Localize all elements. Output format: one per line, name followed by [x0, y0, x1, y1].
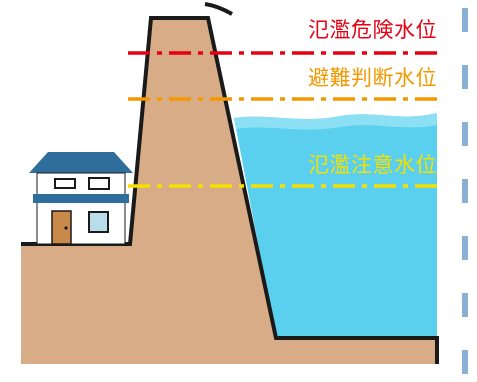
house-roof	[29, 152, 133, 173]
house-upper-window-left	[54, 178, 76, 189]
house-upper-window-right	[88, 177, 110, 190]
caution-level-label: 氾濫注意水位	[308, 153, 437, 177]
house-lower-window	[88, 211, 109, 233]
house-band	[33, 194, 129, 203]
house-door	[51, 210, 72, 245]
river-water	[234, 113, 437, 338]
levee-crown-mark	[204, 2, 233, 16]
water-body	[234, 113, 437, 338]
house-wall	[36, 172, 126, 245]
house-icon	[29, 152, 133, 245]
evacuation-level-label: 避難判断水位	[308, 66, 437, 90]
levee-outline	[21, 16, 439, 364]
water-surface	[234, 113, 437, 130]
danger-level-label: 氾濫危険水位	[308, 18, 437, 42]
house-door-knob	[64, 226, 68, 230]
ground-and-levee	[21, 18, 437, 364]
